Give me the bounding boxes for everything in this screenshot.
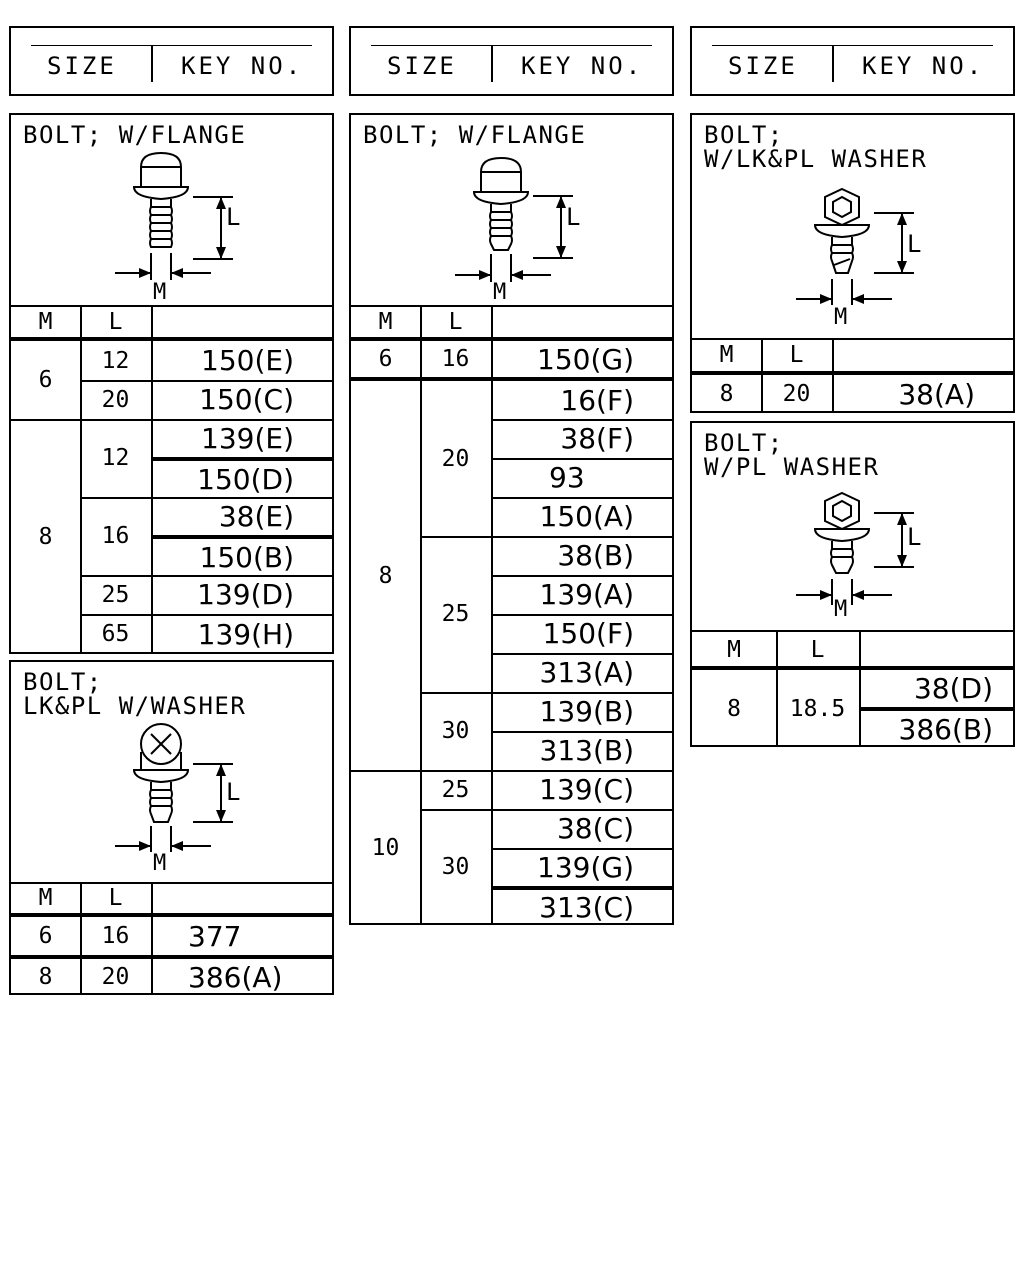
cell-key: 150(F) bbox=[542, 617, 634, 650]
cell-l: 12 bbox=[101, 347, 130, 374]
cell-key: 139(C) bbox=[539, 773, 634, 806]
cell-l: 30 bbox=[441, 718, 470, 744]
dim-l-label: L bbox=[907, 523, 922, 551]
col-header-l: L bbox=[108, 309, 123, 335]
header-box-3: SIZE KEY NO. bbox=[690, 26, 1015, 96]
dim-l-label: L bbox=[566, 203, 581, 231]
header-box-1: SIZE KEY NO. bbox=[9, 26, 334, 96]
panel-bolt-flange-left: BOLT; W/FLANGE L M M L bbox=[9, 113, 334, 654]
panel-title: BOLT; W/FLANGE bbox=[363, 121, 587, 149]
hex-bolt-figure bbox=[796, 187, 914, 305]
cell-key: 38(B) bbox=[557, 539, 634, 572]
cell-key: 377 bbox=[188, 919, 242, 953]
cell-m: 10 bbox=[371, 834, 400, 861]
cell-m: 6 bbox=[378, 346, 393, 372]
cell-m: 8 bbox=[727, 695, 741, 722]
cell-key: 150(A) bbox=[539, 500, 634, 533]
cell-l: 25 bbox=[441, 601, 470, 627]
cell-key: 150(D) bbox=[197, 462, 294, 496]
col-header-m: M bbox=[378, 309, 393, 335]
cell-key: 150(C) bbox=[199, 383, 294, 416]
cell-m: 6 bbox=[38, 923, 53, 949]
col-header-m: M bbox=[38, 885, 53, 911]
cell-key: 313(A) bbox=[539, 656, 634, 689]
dim-m-label: M bbox=[153, 851, 167, 876]
cell-m: 8 bbox=[38, 964, 53, 990]
cell-key: 313(B) bbox=[539, 734, 635, 767]
header-key-label: KEY NO. bbox=[862, 52, 985, 80]
hex-bolt-figure bbox=[796, 491, 914, 605]
cell-key: 386(B) bbox=[898, 712, 994, 746]
cell-l: 20 bbox=[441, 445, 470, 472]
cell-l: 30 bbox=[441, 854, 470, 880]
cell-key: 150(E) bbox=[201, 344, 294, 377]
header-size-label: SIZE bbox=[387, 52, 457, 80]
panel-bolt-lkpl-plain-washer: BOLT; W/LK&PL WASHER L M M L 8 20 38(A) bbox=[690, 113, 1015, 413]
cell-key: 93 bbox=[549, 461, 585, 494]
col-header-l: L bbox=[789, 342, 804, 368]
cell-key: 139(G) bbox=[537, 850, 634, 884]
col-header-m: M bbox=[727, 636, 741, 663]
panel-title: BOLT; LK&PL W/WASHER bbox=[23, 668, 247, 720]
panel-bolt-pl-washer: BOLT; W/PL WASHER L M M L 8 18.5 38(D) 3… bbox=[690, 421, 1015, 747]
col-header-l: L bbox=[810, 636, 825, 663]
header-size-label: SIZE bbox=[728, 52, 798, 80]
cell-l: 25 bbox=[441, 776, 470, 803]
cell-key: 139(A) bbox=[539, 578, 634, 611]
cell-key: 139(D) bbox=[197, 578, 294, 611]
cell-key: 38(C) bbox=[556, 812, 634, 845]
col-header-m: M bbox=[38, 309, 53, 335]
dim-m-label: M bbox=[834, 597, 848, 622]
col-header-m: M bbox=[719, 342, 734, 368]
cell-l: 20 bbox=[101, 964, 130, 990]
flange-bolt-figure bbox=[455, 156, 573, 282]
cell-l: 16 bbox=[101, 523, 130, 549]
cell-l: 20 bbox=[782, 381, 811, 407]
panel-title: BOLT; W/FLANGE bbox=[23, 121, 247, 149]
header-key-label: KEY NO. bbox=[521, 52, 644, 80]
cell-key: 38(A) bbox=[898, 377, 975, 411]
cell-l: 16 bbox=[101, 923, 130, 949]
cell-key: 38(D) bbox=[913, 672, 993, 705]
cell-key: 38(E) bbox=[218, 499, 294, 533]
panel-bolt-lkpl-washer: BOLT; LK&PL W/WASHER L M M L 6 16 bbox=[9, 660, 334, 995]
cell-m: 6 bbox=[38, 367, 53, 393]
cell-key: 38(F) bbox=[560, 422, 634, 455]
cell-l: 25 bbox=[101, 581, 130, 608]
header-box-2: SIZE KEY NO. bbox=[349, 26, 674, 96]
washer-bolt-figure bbox=[115, 723, 233, 852]
cell-l: 12 bbox=[101, 445, 130, 471]
cell-m: 8 bbox=[378, 562, 393, 589]
header-key-label: KEY NO. bbox=[181, 52, 304, 80]
flange-bolt-figure bbox=[115, 151, 233, 280]
cell-key: 150(G) bbox=[537, 342, 634, 376]
cell-m: 8 bbox=[719, 381, 734, 407]
panel-bolt-flange-middle: BOLT; W/FLANGE L M M L bbox=[349, 113, 674, 925]
col-header-l: L bbox=[448, 309, 463, 335]
cell-key: 139(E) bbox=[201, 421, 294, 455]
cell-key: 139(B) bbox=[539, 695, 635, 728]
cell-key: 386(A) bbox=[188, 960, 283, 994]
dim-m-label: M bbox=[153, 280, 167, 305]
panel-title: BOLT; W/LK&PL WASHER bbox=[704, 121, 928, 173]
cell-l: 16 bbox=[441, 346, 470, 372]
cell-key: 16(F) bbox=[560, 383, 634, 417]
cell-key: 313(C) bbox=[539, 891, 634, 924]
cell-l: 65 bbox=[101, 621, 130, 647]
panel-title: BOLT; W/PL WASHER bbox=[704, 429, 880, 481]
dim-l-label: L bbox=[226, 203, 241, 231]
dim-m-label: M bbox=[834, 305, 848, 330]
cell-l: 20 bbox=[101, 386, 130, 413]
header-size-label: SIZE bbox=[47, 52, 117, 80]
cell-l: 18.5 bbox=[789, 695, 846, 722]
cell-key: 150(B) bbox=[199, 540, 295, 574]
dim-l-label: L bbox=[907, 230, 922, 258]
dim-m-label: M bbox=[493, 280, 507, 305]
dim-l-label: L bbox=[226, 778, 241, 806]
cell-key: 139(H) bbox=[197, 617, 294, 651]
col-header-l: L bbox=[108, 885, 123, 911]
cell-m: 8 bbox=[38, 523, 53, 550]
